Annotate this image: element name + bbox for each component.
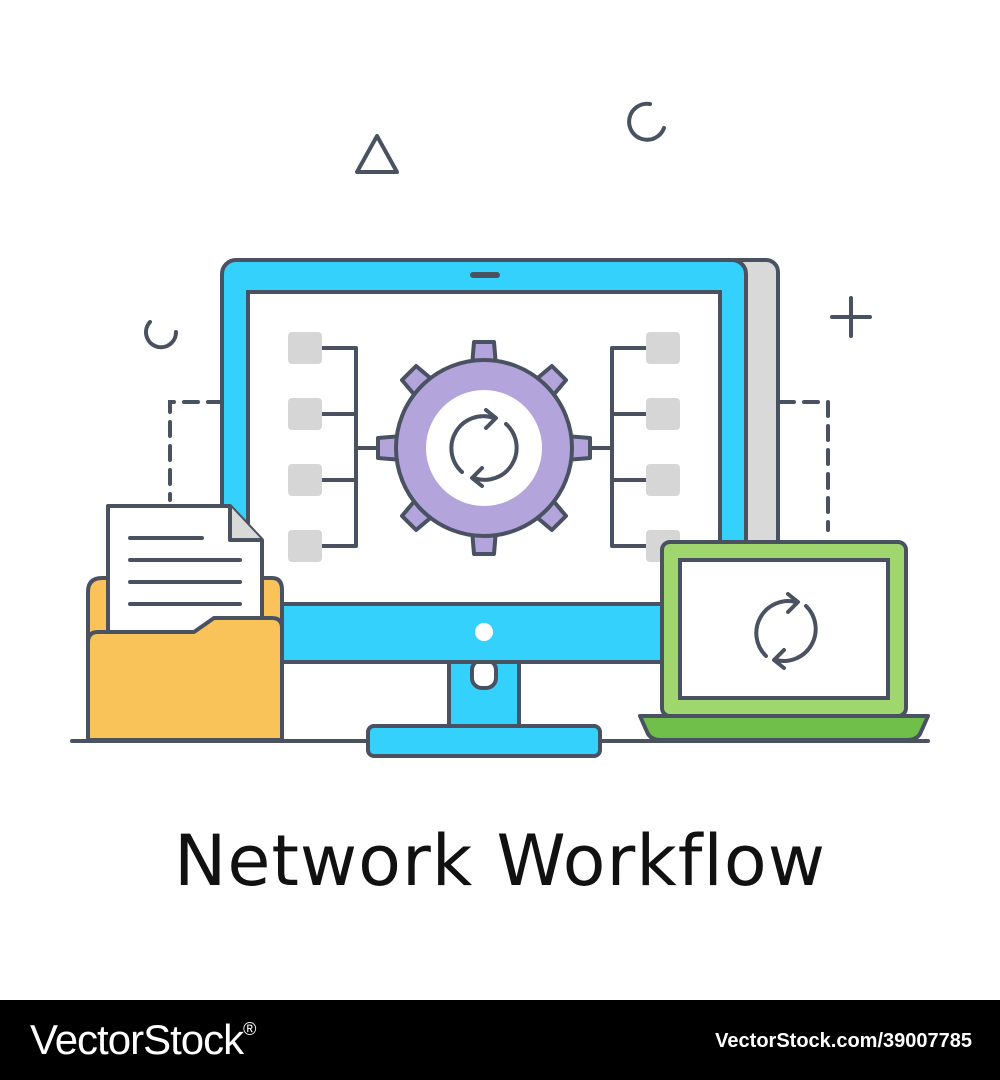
plus-icon [830,296,872,338]
caption-title: Network Workflow [174,820,826,902]
network-workflow-illustration [70,101,930,758]
watermark-image-id: VectorStock.com/39007785 [715,1030,972,1052]
laptop-icon [638,540,930,742]
watermark-logo: VectorStock® [30,1014,256,1066]
ring-icon [144,320,179,350]
watermark-trademark: ® [243,1019,256,1039]
triangle-icon [355,134,399,174]
ring-icon [627,101,666,142]
dashed-connector-right [778,400,830,532]
refresh-icon [754,592,818,670]
watermark-bar: VectorStock® VectorStock.com/39007785 [0,1000,1000,1080]
folder-icon [86,504,284,742]
dashed-connector-left [168,400,224,502]
document-icon [106,504,264,634]
node-tree-left [288,332,380,562]
watermark-brand: VectorStock [30,1016,244,1063]
illustration-area: Network Workflow [70,101,930,902]
gear-icon [376,340,592,556]
refresh-icon [449,408,519,488]
